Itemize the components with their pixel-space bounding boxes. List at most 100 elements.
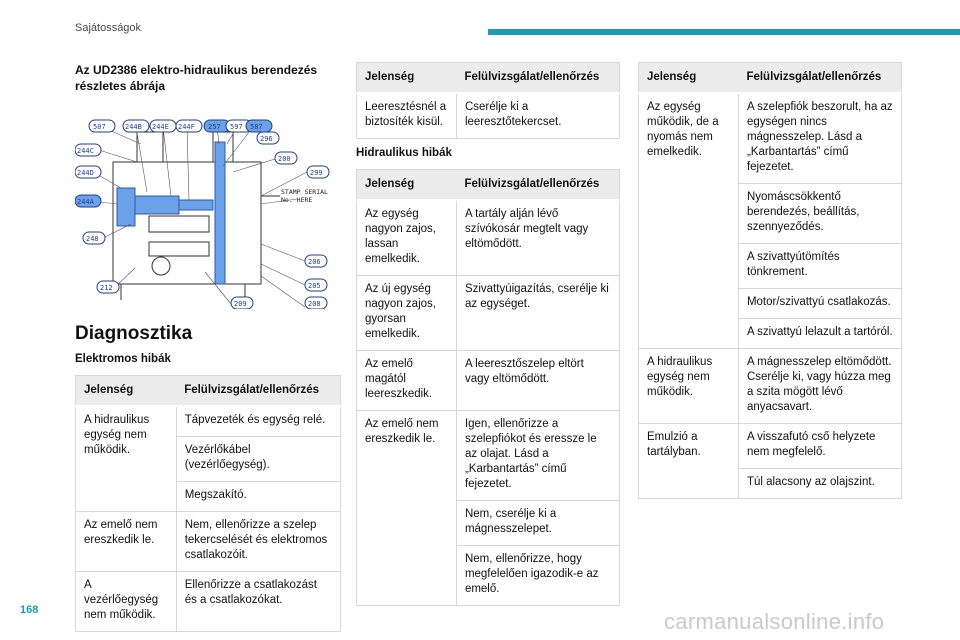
table-row: A szivattyútömítés tönkrement.: [639, 243, 903, 289]
check-cell: A visszafutó cső helyzete nem megfelelő.: [737, 423, 903, 469]
col-header-check: Felülvizsgálat/ellenőrzés: [738, 62, 902, 94]
svg-text:244F: 244F: [178, 123, 195, 131]
callout-205: 205: [304, 278, 328, 292]
svg-text:205: 205: [308, 282, 321, 290]
check-cell: Nem, ellenőrizze, hogy megfelelően igazo…: [455, 545, 621, 606]
check-cell: Nyomáscsökkentő berendezés, beállítás, s…: [737, 183, 903, 244]
callout-507: 507: [88, 119, 116, 133]
table-row: Az emelő nem ereszkedik le. Nem, ellenőr…: [75, 511, 342, 572]
callout-244f: 244F: [175, 119, 203, 133]
check-cell: Igen, ellenőrizze a szelepfiókot és eres…: [455, 410, 621, 501]
svg-text:STAMP SERIAL: STAMP SERIAL: [281, 188, 328, 196]
symptom-cell: Az egység működik, de a nyomás nem emelk…: [638, 92, 739, 349]
symptom-cell: Leeresztésnél a biztosíték kisül.: [356, 92, 457, 139]
svg-text:206: 206: [308, 258, 321, 266]
check-cell: A tartály alján lévő szívókosár megtelt …: [455, 199, 621, 276]
check-cell: A szivattyú lelazult a tartóról.: [737, 318, 903, 349]
table-row: Vezérlőkábel (vezérlőegység).: [76, 436, 342, 482]
col-header-symptom: Jelenség: [75, 375, 177, 407]
symptom-cell: Emulzió a tartályban.: [638, 423, 739, 499]
callout-587: 587: [245, 119, 273, 133]
symptom-cell: Az emelő nem ereszkedik le.: [356, 410, 457, 606]
page-number: 168: [20, 604, 39, 616]
symptom-cell: A hidraulikus egység nem működik.: [75, 405, 177, 512]
hydraulic-unit-diagram: 507 244B 244E 244F 257 597 587 244C 244D…: [75, 119, 330, 309]
table-row: A hidraulikus egység nem működik. Tápvez…: [75, 405, 342, 512]
header-accent-bar: [488, 29, 960, 35]
svg-text:597: 597: [230, 123, 243, 131]
table-row: Az emelő nem ereszkedik le. Igen, ellenő…: [356, 410, 621, 606]
table-row: Az emelő magától leereszkedik. A leeresz…: [356, 350, 621, 411]
svg-text:No. HERE: No. HERE: [281, 196, 312, 204]
svg-text:299: 299: [310, 169, 323, 177]
section-heading: Diagnosztika: [75, 323, 193, 344]
running-header: Sajátosságok: [75, 22, 142, 34]
table-row: A vezérlőegység nem működik. Ellenőrizze…: [75, 571, 342, 632]
column-left: Az UD2386 elektro-hidraulikus berendezés…: [75, 62, 342, 632]
check-cell: Cserélje ki a leeresztőtekercset.: [455, 92, 621, 139]
table-row: Nyomáscsökkentő berendezés, beállítás, s…: [639, 183, 903, 244]
svg-text:209: 209: [234, 300, 247, 308]
callout-244c: 244C: [75, 143, 102, 157]
svg-text:296: 296: [260, 135, 273, 143]
callout-244e: 244E: [149, 119, 177, 133]
svg-text:507: 507: [93, 123, 106, 131]
table-row: Leeresztésnél a biztosíték kisül. Cserél…: [356, 92, 621, 139]
col-header-check: Felülvizsgálat/ellenőrzés: [176, 375, 341, 407]
svg-text:248: 248: [86, 235, 99, 243]
callout-200: 200: [274, 151, 298, 165]
symptom-cell: A hidraulikus egység nem működik.: [638, 348, 739, 424]
hydraulic-title: Hidraulikus hibák: [356, 147, 452, 159]
callout-244d: 244D: [75, 165, 102, 179]
electrical-table: Jelenség Felülvizsgálat/ellenőrzés A hid…: [75, 375, 342, 632]
table-row: Túl alacsony az olajszint.: [639, 468, 903, 499]
check-cell: Megszakító.: [175, 481, 342, 512]
check-cell: A szivattyútömítés tönkrement.: [737, 243, 903, 289]
table-row: A szivattyú lelazult a tartóról.: [639, 318, 903, 349]
check-cell: A leeresztőszelep eltört vagy eltömődött…: [455, 350, 621, 411]
check-cell: Ellenőrizze a csatlakozást és a csatlako…: [175, 571, 342, 632]
hydraulic-table: Jelenség Felülvizsgálat/ellenőrzés Az eg…: [356, 169, 621, 606]
check-cell: Túl alacsony az olajszint.: [737, 468, 903, 499]
callout-206: 206: [304, 254, 328, 268]
table-row: Emulzió a tartályban. A visszafutó cső h…: [638, 423, 903, 499]
table-row: Nem, ellenőrizze, hogy megfelelően igazo…: [357, 545, 621, 606]
callout-209: 209: [230, 296, 254, 309]
callout-248: 248: [82, 231, 106, 245]
check-cell: A szelepfiók beszorult, ha az egységen n…: [737, 92, 903, 184]
col-header-symptom: Jelenség: [638, 62, 739, 94]
table-row: Nem, cserélje ki a mágnesszelepet.: [357, 500, 621, 546]
svg-text:244D: 244D: [77, 169, 94, 177]
callout-299: 299: [306, 165, 330, 179]
table-row: Megszakító.: [76, 481, 342, 512]
svg-text:244B: 244B: [125, 123, 142, 131]
table-row: A hidraulikus egység nem működik. A mágn…: [638, 348, 903, 424]
col-header-symptom: Jelenség: [356, 62, 457, 94]
stamp-label: STAMP SERIAL No. HERE: [281, 188, 328, 204]
svg-text:200: 200: [278, 155, 291, 163]
fuse-table: Jelenség Felülvizsgálat/ellenőrzés Leere…: [356, 62, 621, 139]
svg-text:257: 257: [208, 123, 221, 131]
check-cell: A mágnesszelep eltömődött. Cserélje ki, …: [737, 348, 903, 424]
check-cell: Nem, ellenőrizze a szelep tekercselését …: [175, 511, 342, 572]
svg-text:208: 208: [308, 300, 321, 308]
table-row: Az egység működik, de a nyomás nem emelk…: [638, 92, 903, 349]
column-right: Jelenség Felülvizsgálat/ellenőrzés Az eg…: [638, 62, 903, 499]
col-header-check: Felülvizsgálat/ellenőrzés: [456, 169, 620, 201]
callout-296: 296: [256, 131, 280, 145]
electrical-title: Elektromos hibák: [75, 353, 171, 365]
check-cell: Tápvezeték és egység relé.: [175, 405, 342, 437]
symptom-cell: Az emelő nem ereszkedik le.: [75, 511, 177, 572]
watermark: carmanualsonline.info: [664, 609, 885, 634]
column-middle: Jelenség Felülvizsgálat/ellenőrzés Leere…: [356, 62, 621, 606]
check-cell: Motor/szivattyú csatlakozás.: [737, 288, 903, 319]
svg-text:212: 212: [100, 284, 113, 292]
col-header-check: Felülvizsgálat/ellenőrzés: [456, 62, 620, 94]
symptom-cell: Az emelő magától leereszkedik.: [356, 350, 457, 411]
hydraulic-table-continued: Jelenség Felülvizsgálat/ellenőrzés Az eg…: [638, 62, 903, 499]
callout-244b: 244B: [122, 119, 150, 133]
table-row: Az új egység nagyon zajos, gyorsan emelk…: [356, 275, 621, 351]
symptom-cell: Az egység nagyon zajos, lassan emelkedik…: [356, 199, 457, 276]
svg-text:244A: 244A: [77, 198, 95, 206]
check-cell: Nem, cserélje ki a mágnesszelepet.: [455, 500, 621, 546]
